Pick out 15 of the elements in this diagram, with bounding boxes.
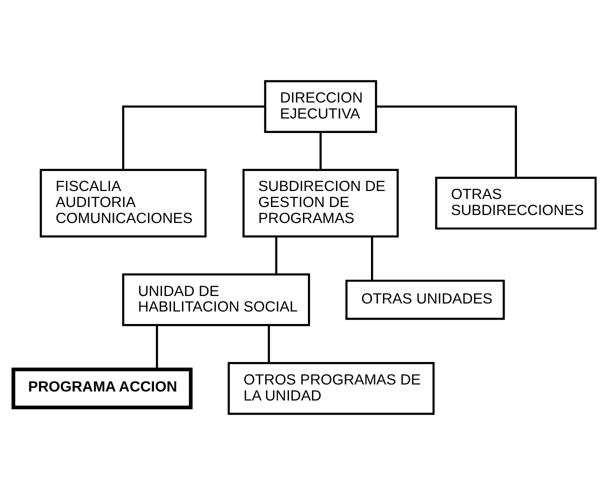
node-box: OTROS PROGRAMAS DE LA UNIDAD: [227, 362, 434, 414]
node-box: UNIDAD DE HABILITACION SOCIAL: [122, 272, 310, 326]
connector: [267, 324, 270, 362]
connector: [376, 105, 516, 178]
node-box: FISCALIA AUDITORIA COMUNICACIONES: [39, 168, 206, 237]
node-box: OTRAS UNIDADES: [344, 279, 504, 320]
connector: [274, 236, 277, 274]
connector: [370, 236, 373, 280]
connector: [319, 131, 322, 170]
node-box: OTRAS SUBDIRECCIONES: [434, 176, 596, 230]
node-box: SUBDIRECION DE GESTION DE PROGRAMAS: [242, 168, 398, 237]
connector: [122, 105, 265, 170]
connector: [155, 324, 158, 369]
node-box: PROGRAMA ACCION: [11, 367, 192, 409]
node-box: DIRECCION EJECUTIVA: [264, 80, 377, 132]
